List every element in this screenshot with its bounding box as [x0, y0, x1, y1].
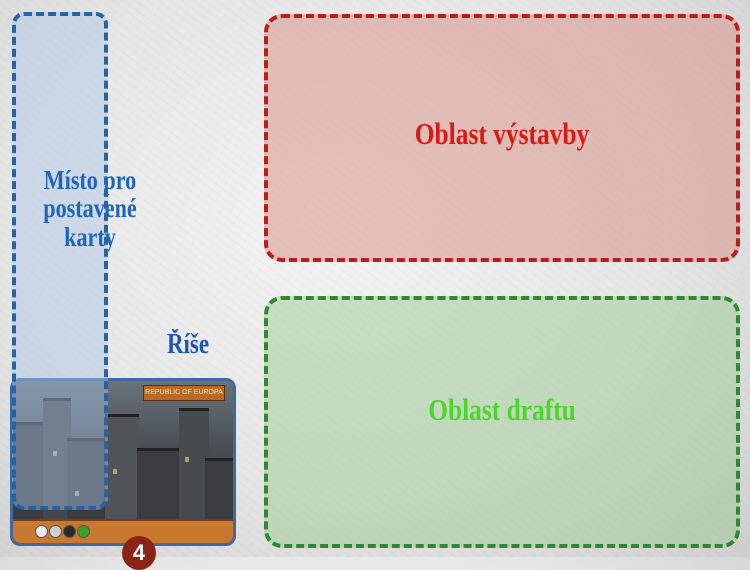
build-area-zone[interactable]	[264, 14, 740, 262]
build-area-label: Oblast výstavby	[414, 116, 590, 151]
resource-pip-black	[63, 525, 76, 538]
building-shape	[205, 458, 233, 521]
played-cards-zone[interactable]	[12, 12, 108, 510]
building-shape	[105, 414, 139, 521]
empire-name-banner: REPUBLIC OF EUROPA	[143, 385, 225, 401]
building-shape	[179, 408, 209, 521]
window-light	[113, 469, 117, 474]
building-shape	[43, 398, 71, 521]
draft-area-label: Oblast draftu	[428, 392, 576, 427]
resource-pip-white	[35, 525, 48, 538]
draft-area-zone[interactable]	[264, 296, 740, 548]
played-cards-label-text: Místo pro postavené karty	[43, 165, 137, 252]
window-light	[185, 457, 189, 462]
empire-resource-bar	[13, 519, 233, 543]
empire-label: Říše	[166, 329, 210, 360]
resource-pip-grey	[49, 525, 62, 538]
window-light	[75, 491, 79, 496]
played-cards-label: Místo pro postavené karty	[33, 166, 148, 251]
building-shape	[137, 448, 181, 521]
empire-card[interactable]: REPUBLIC OF EUROPA	[10, 378, 236, 546]
victory-points-badge: 4	[122, 536, 156, 570]
window-light	[53, 451, 57, 456]
resource-pip-green	[77, 525, 90, 538]
